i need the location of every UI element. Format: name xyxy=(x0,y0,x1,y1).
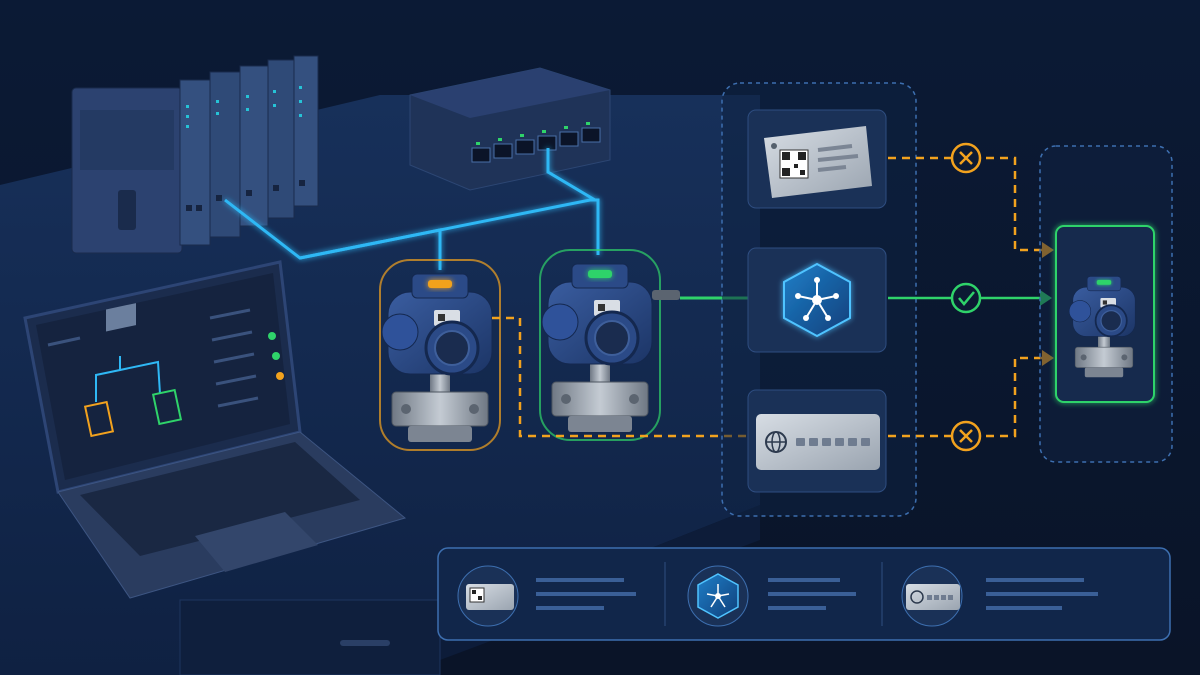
summary-panel xyxy=(437,547,1171,641)
link-transmitter-to-web xyxy=(492,316,748,438)
status-led xyxy=(1096,280,1112,285)
network-switch xyxy=(409,67,611,191)
qr-code-tag-icon xyxy=(764,126,872,198)
summary-item-qr xyxy=(457,565,636,627)
transmitter-result xyxy=(1068,275,1137,379)
transmitter-left xyxy=(379,259,501,451)
x-circle-icon xyxy=(950,142,982,174)
method-qr-label xyxy=(747,109,887,209)
check-circle-icon xyxy=(950,282,982,314)
transmitter-right xyxy=(539,249,680,441)
status-led xyxy=(428,280,452,288)
plc-rack xyxy=(71,55,319,254)
summary-item-network xyxy=(687,565,856,627)
laptop xyxy=(23,260,407,599)
desk-cabinet-handle xyxy=(340,640,390,646)
x-circle-icon xyxy=(950,420,982,452)
method-network-discovery xyxy=(747,247,887,353)
desk-cabinet xyxy=(179,599,441,675)
network-node-hexagon-icon xyxy=(783,262,851,338)
status-led xyxy=(588,270,612,278)
laptop-screen-content xyxy=(47,303,284,438)
method-web-credentials xyxy=(747,389,887,493)
globe-password-card-icon xyxy=(756,414,880,470)
network-cables xyxy=(224,148,600,270)
summary-item-web xyxy=(901,565,1098,627)
